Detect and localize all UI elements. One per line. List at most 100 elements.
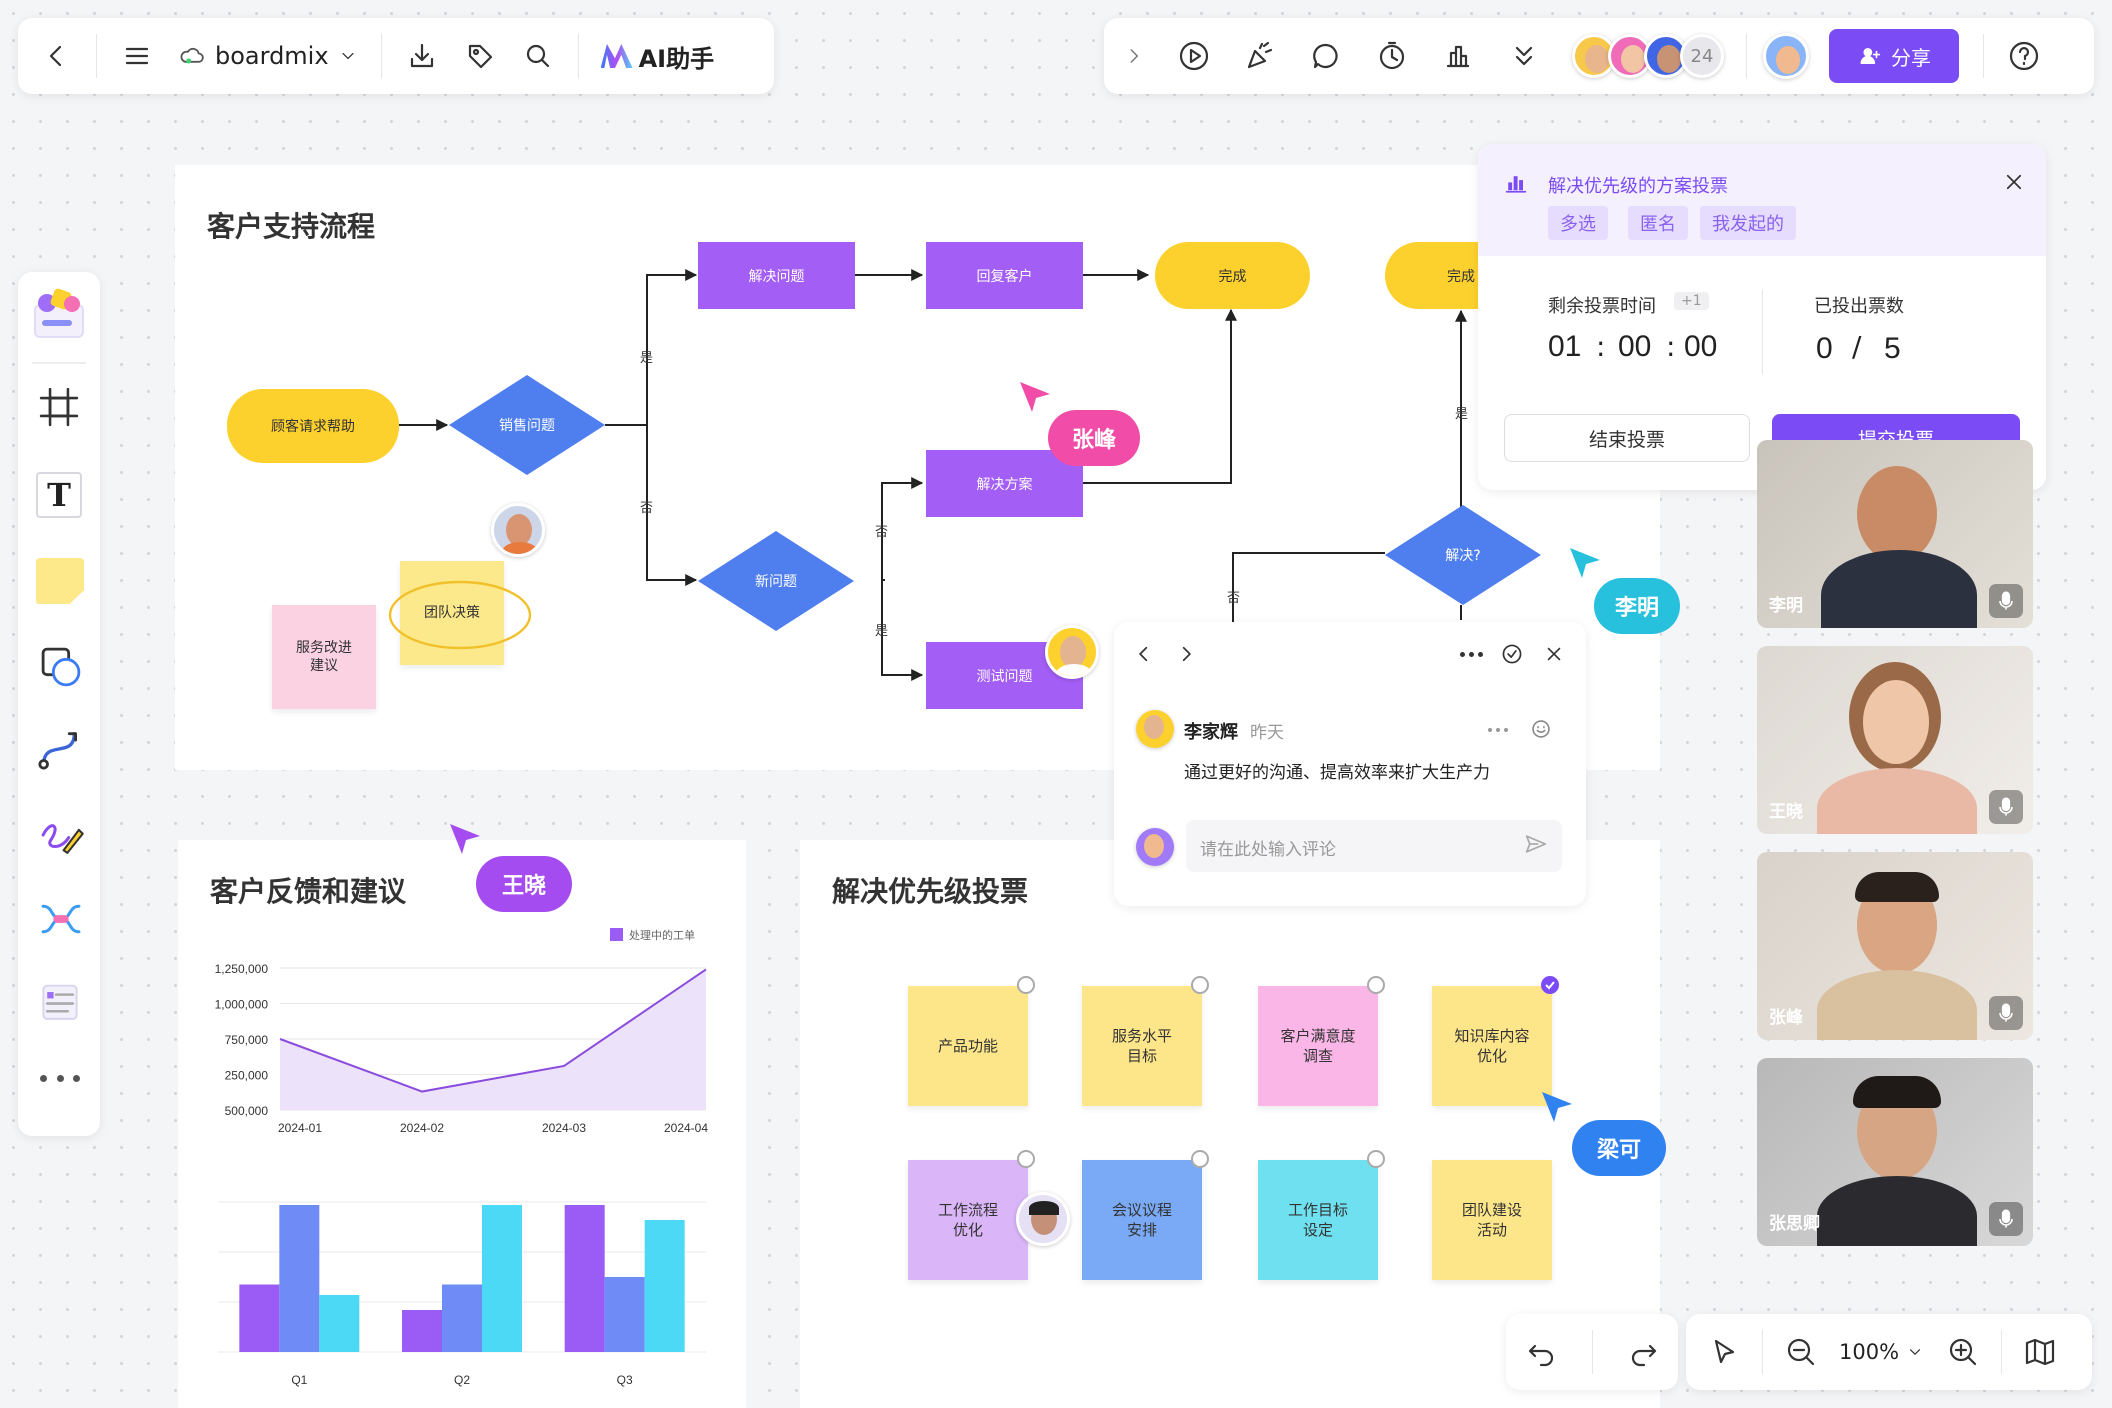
vote-note[interactable]: 知识库内容 优化 — [1432, 986, 1552, 1106]
tag-icon[interactable] — [462, 38, 498, 74]
close-icon[interactable] — [1540, 640, 1568, 668]
flow-node-plan[interactable]: 解决方案 — [926, 450, 1083, 517]
brand-switcher[interactable]: boardmix — [177, 41, 359, 71]
play-icon[interactable] — [1176, 38, 1212, 74]
mic-icon[interactable] — [1989, 584, 2023, 618]
video-name: 张思卿 — [1769, 1214, 1820, 1234]
legend-label: 处理中的工单 — [629, 928, 695, 942]
mic-icon[interactable] — [1989, 1202, 2023, 1236]
member-avatars[interactable]: 24 — [1572, 32, 1732, 80]
prev-icon[interactable] — [1130, 640, 1158, 668]
comment-input-box[interactable]: 请在此处输入评论 — [1186, 820, 1562, 872]
frame-icon[interactable] — [36, 384, 82, 430]
search-icon[interactable] — [520, 38, 556, 74]
flow-node-sales[interactable]: 销售问题 — [449, 375, 605, 475]
bar — [239, 1284, 280, 1352]
more-icon[interactable] — [1460, 652, 1483, 657]
comment-input[interactable]: 请在此处输入评论 — [1200, 840, 1336, 860]
zoom-out-icon[interactable] — [1783, 1334, 1819, 1370]
vote-note[interactable]: 工作流程 优化 — [908, 1160, 1028, 1280]
x-tick-label: 2024-02 — [400, 1121, 444, 1135]
divider — [1762, 290, 1763, 374]
vote-note[interactable]: 客户满意度 调查 — [1258, 986, 1378, 1106]
ai-assistant-button[interactable]: AI助手 — [600, 39, 714, 74]
zoom-level[interactable]: 100% — [1839, 1340, 1925, 1364]
sticky-service-improvement[interactable]: 服务改进 建议 — [272, 605, 376, 709]
flow-node-resolved[interactable]: 解决? — [1385, 505, 1541, 605]
vote-chip[interactable]: 我发起的 — [1700, 206, 1796, 240]
text-icon[interactable]: T — [36, 472, 82, 518]
share-button[interactable]: 分享 — [1829, 29, 1959, 83]
flow-node-new-question[interactable]: 新问题 — [698, 531, 854, 631]
vote-radio[interactable] — [1191, 1150, 1209, 1168]
chevron-right-icon[interactable] — [1122, 44, 1146, 68]
vote-radio[interactable] — [1367, 976, 1385, 994]
video-tile[interactable]: 王晓 — [1757, 646, 2033, 834]
sticky-note-icon[interactable] — [36, 558, 84, 604]
pen-icon[interactable] — [36, 812, 86, 858]
vote-note[interactable]: 会议议程 安排 — [1082, 1160, 1202, 1280]
minimap-icon[interactable] — [2022, 1334, 2058, 1370]
vote-chip[interactable]: 多选 — [1548, 206, 1608, 240]
avatar — [1016, 1192, 1070, 1246]
video-tile[interactable]: 张思卿 — [1757, 1058, 2033, 1246]
count-slash: / — [1852, 330, 1862, 363]
zoom-in-icon[interactable] — [1945, 1334, 1981, 1370]
bar — [604, 1277, 645, 1352]
vote-note[interactable]: 服务水平 目标 — [1082, 986, 1202, 1106]
vote-note[interactable]: 产品功能 — [908, 986, 1028, 1106]
member-count-badge: 24 — [1680, 34, 1724, 78]
member-count: 24 — [1690, 45, 1714, 67]
flow-node-solve[interactable]: 解决问题 — [698, 242, 855, 309]
celebrate-icon[interactable] — [1242, 38, 1278, 74]
download-icon[interactable] — [404, 38, 440, 74]
undo-icon[interactable] — [1523, 1334, 1559, 1370]
select-cursor-icon[interactable] — [1706, 1334, 1742, 1370]
mic-icon[interactable] — [1989, 996, 2023, 1030]
menu-icon[interactable] — [119, 38, 155, 74]
vote-note[interactable]: 工作目标 设定 — [1258, 1160, 1378, 1280]
shapes-icon[interactable] — [36, 644, 86, 690]
vote-radio[interactable] — [1017, 1150, 1035, 1168]
more-tools-icon[interactable] — [40, 1072, 80, 1084]
vote-radio[interactable] — [1367, 1150, 1385, 1168]
vote-note[interactable]: 团队建设 活动 — [1432, 1160, 1552, 1280]
connector-icon[interactable] — [36, 726, 82, 772]
area-fill — [280, 969, 706, 1110]
help-icon[interactable] — [2006, 38, 2042, 74]
video-tile[interactable]: 张峰 — [1757, 852, 2033, 1040]
flow-node-done[interactable]: 完成 — [1155, 242, 1310, 309]
vote-icon[interactable] — [1440, 38, 1476, 74]
back-icon[interactable] — [38, 38, 74, 74]
comment-more-icon[interactable] — [1488, 728, 1508, 732]
next-icon[interactable] — [1172, 640, 1200, 668]
send-icon[interactable] — [1522, 830, 1550, 858]
flow-node-request[interactable]: 顾客请求帮助 — [227, 389, 399, 463]
emoji-icon[interactable] — [1528, 716, 1554, 742]
close-icon[interactable] — [2000, 168, 2028, 196]
redo-icon[interactable] — [1626, 1334, 1662, 1370]
expand-more-icon[interactable] — [1506, 38, 1542, 74]
end-vote-button[interactable]: 结束投票 — [1504, 414, 1750, 462]
timer-icon[interactable] — [1374, 38, 1410, 74]
time-badge[interactable]: +1 — [1674, 292, 1709, 310]
vote-chip[interactable]: 匿名 — [1628, 206, 1688, 240]
y-tick-label: 250,000 — [225, 1069, 269, 1083]
vote-radio-checked[interactable] — [1541, 976, 1559, 994]
comment-icon[interactable] — [1308, 38, 1344, 74]
cursor-arrow — [1570, 548, 1600, 578]
mic-icon[interactable] — [1989, 790, 2023, 824]
bar — [482, 1205, 522, 1352]
my-avatar[interactable] — [1763, 33, 1809, 79]
flow-node-reply[interactable]: 回复客户 — [926, 242, 1083, 309]
templates-icon[interactable] — [34, 287, 84, 338]
x-tick-label: 2024-04 — [664, 1121, 708, 1135]
timer-separator: : — [1666, 330, 1676, 363]
vote-radio[interactable] — [1017, 976, 1035, 994]
bar — [442, 1284, 482, 1352]
vote-radio[interactable] — [1191, 976, 1209, 994]
resolve-check-icon[interactable] — [1498, 640, 1526, 668]
list-template-icon[interactable] — [36, 978, 84, 1024]
video-tile[interactable]: 李明 — [1757, 440, 2033, 628]
mindmap-icon[interactable] — [36, 896, 86, 942]
